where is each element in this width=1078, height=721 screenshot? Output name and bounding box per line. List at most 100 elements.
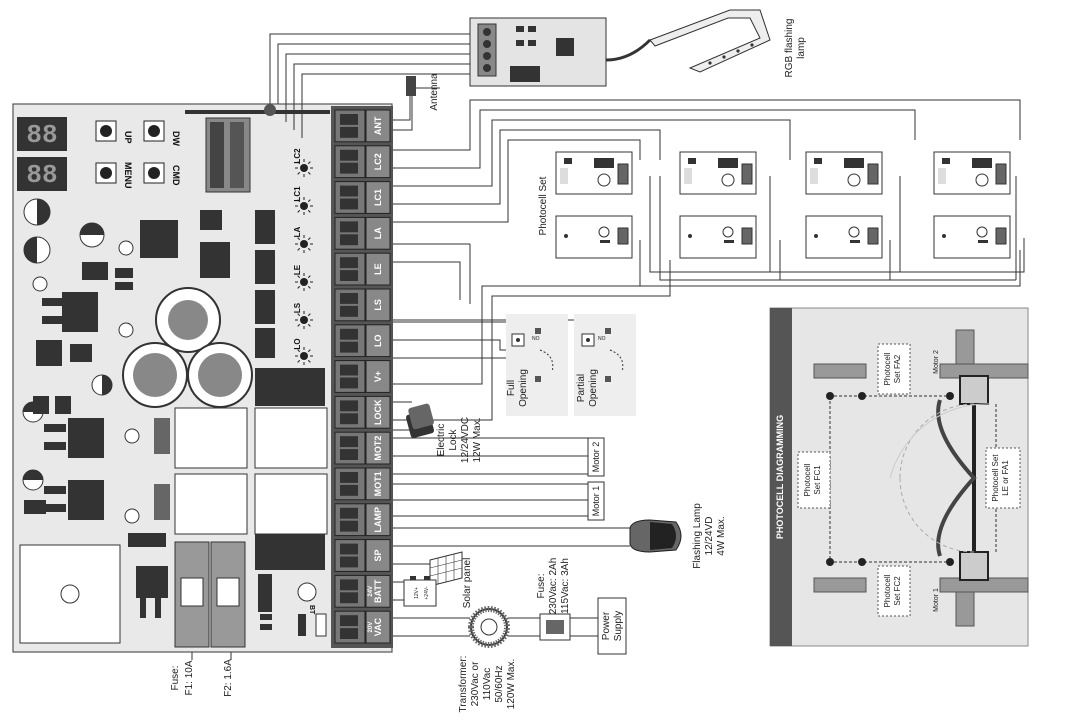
electric-lock (405, 403, 435, 439)
rgb-lamp-label-1: RGB flashing (784, 19, 795, 78)
battery: 12V+ +24V- (403, 576, 437, 607)
transformer-label-2: 230Vac or (470, 661, 481, 707)
terminal-lo: LO (334, 324, 391, 358)
transformer-label-4: 50/60Hz (494, 665, 505, 702)
control-board: 88 88 UP DW MENU CMD (12, 103, 393, 653)
fc2-label-2: Set FC2 (893, 576, 902, 606)
terminal-ant: ANT (334, 109, 391, 143)
le-fa1-label-1: Photocell Set (991, 454, 1000, 502)
solar-panel-label: Solar panel (462, 558, 473, 609)
terminal-label: MOT1 (373, 471, 383, 496)
photocell-pair (555, 151, 633, 259)
fa2-label-2: Set FA2 (893, 354, 902, 383)
terminal-prefix-vac: 20V (368, 622, 374, 633)
terminal-le: LE (334, 252, 391, 286)
fuse-label-title: Fuse: (170, 665, 181, 690)
motor-1-label: Motor 1 (591, 486, 601, 517)
fa2-label-1: Photocell (883, 352, 892, 385)
lock-label-3: 12/24VDC (460, 417, 471, 463)
terminal-vac: VAC (334, 610, 391, 644)
diagram-motor-2-label: Motor 2 (933, 350, 940, 374)
terminal-label: BATT (373, 579, 383, 603)
led-lo: LO (293, 338, 313, 365)
fuse2-label-3: 115Vac: 3Ah (560, 558, 571, 614)
terminal-mot2: MOT2 (334, 431, 391, 465)
fuse-label-f2: F2: 1.6A (223, 659, 234, 697)
partial-opening-label-2: Opening (588, 369, 599, 407)
photocell-group (555, 151, 1011, 259)
led-lc2: LC2 (293, 148, 313, 177)
lock-label-1: Electric (436, 424, 447, 457)
flashing-lamp-label-3: 4W Max. (716, 516, 727, 555)
button-up[interactable]: UP (95, 120, 133, 144)
led-label: LO (293, 338, 302, 349)
rf-connector-block (205, 117, 251, 193)
bt-label: BT (308, 605, 315, 615)
terminal-label: LS (373, 299, 383, 311)
led-ls: LS (293, 302, 313, 329)
terminal-sp: SP (334, 539, 391, 572)
button-menu[interactable]: MENU (95, 162, 133, 189)
svg-text:88: 88 (26, 160, 57, 190)
led-label: LC2 (293, 148, 302, 164)
rgb-lamp-label-2: lamp (796, 37, 807, 59)
terminal-blocks: ANTLC2LC1LALELSLOV+LOCKMOT2MOT1LAMPSPBAT… (334, 109, 391, 644)
full-opening-switch: NO (506, 314, 568, 416)
seven-segment-display: 88 88 (17, 117, 67, 191)
terminal-ls: LS (334, 288, 391, 322)
button-cmd[interactable]: CMD (143, 162, 181, 186)
fuse2-label-1: Fuse: (536, 573, 547, 598)
terminal-label: LAMP (373, 507, 383, 533)
svg-text:88: 88 (26, 120, 57, 150)
fuse-label-f1: F1: 10A (184, 660, 195, 695)
battery-label-2: +24V- (424, 586, 430, 600)
motor-1-box: Motor 1 (587, 481, 605, 521)
terminal-mot1: MOT1 (334, 467, 391, 501)
terminal-la: LA (334, 216, 391, 250)
lock-label-4: 12W Max. (472, 417, 483, 462)
led-le: LE (293, 264, 313, 291)
capacitor-large (122, 287, 253, 408)
terminal-label: MOT2 (373, 436, 383, 461)
terminal-label: LA (373, 227, 383, 239)
fuse2-label-2: 230Vac: 2Ah (548, 558, 559, 615)
terminal-lc2: LC2 (334, 145, 391, 179)
microcontroller-chip (140, 220, 178, 258)
lock-label-2: Lock (448, 428, 459, 450)
motor-2-label: Motor 2 (591, 442, 601, 473)
partial-opening-switch: NO (574, 314, 636, 416)
full-opening-label-1: Full (506, 380, 517, 396)
led-lc1: LC1 (293, 186, 313, 215)
led-label: LA (293, 226, 302, 237)
terminal-label: LO (373, 334, 383, 347)
antenna (406, 76, 440, 96)
led-la: LA (293, 226, 313, 253)
terminal-prefix-batt: 24V (368, 586, 374, 597)
inline-fuse (539, 613, 571, 641)
transformer-label-1: Transformer: (458, 656, 469, 713)
power-supply-box: Power Supply (597, 597, 627, 655)
transformer-label-5: 120W Max. (506, 659, 517, 710)
rf-receiver-module (469, 17, 607, 87)
partial-opening-no: NO (598, 336, 606, 342)
photocell-set-label: Photocell Set (538, 176, 549, 235)
flashing-lamp (629, 519, 682, 553)
full-opening-no: NO (532, 336, 540, 342)
transformer-label-3: 110Vac (482, 668, 493, 700)
button-up-label: UP (123, 131, 133, 144)
rgb-flashing-lamp (649, 9, 771, 73)
terminal-label: LE (373, 263, 383, 275)
photocell-pair (805, 151, 883, 259)
flashing-lamp-label-1: Flashing Lamp (692, 503, 703, 569)
terminal-batt: BATT (334, 574, 391, 608)
button-dw[interactable]: DW (143, 120, 181, 146)
terminal-label: LC1 (373, 189, 383, 206)
terminal-lamp: LAMP (334, 503, 391, 537)
button-dw-label: DW (171, 131, 181, 146)
terminal-label: VAC (373, 617, 383, 636)
terminal-label: V+ (373, 371, 383, 382)
partial-opening-label-1: Partial (576, 374, 587, 402)
button-cmd-label: CMD (171, 165, 181, 186)
